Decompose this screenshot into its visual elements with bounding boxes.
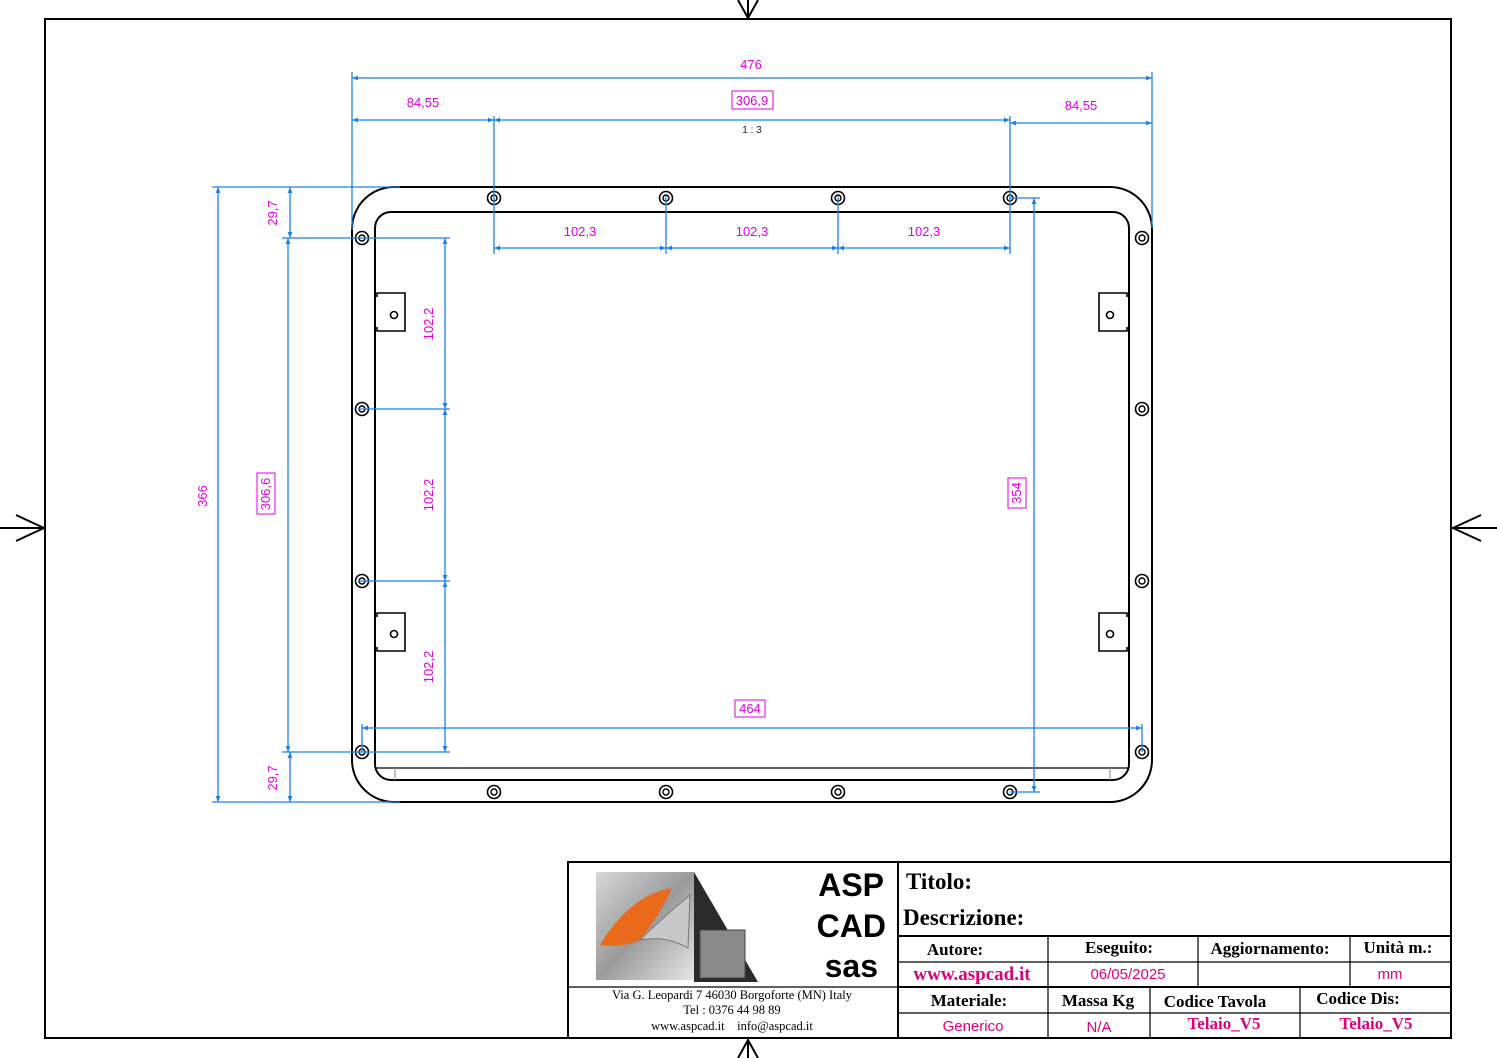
dim-left-pitch-1: 102,2 xyxy=(421,308,436,341)
mounting-tabs xyxy=(376,292,1128,652)
autore-label: Autore: xyxy=(927,940,983,959)
dim-hole-span-top: 306,9 xyxy=(736,93,769,108)
dim-top-pitch-3: 102,3 xyxy=(908,224,941,239)
dim-right-offset: 84,55 xyxy=(1065,98,1098,113)
tab-left-bottom xyxy=(376,612,406,652)
codice-tavola-label: Codice Tavola xyxy=(1164,992,1267,1011)
dim-hole-span-left-box xyxy=(256,472,276,515)
scale-label: 1 : 3 xyxy=(742,125,762,136)
titolo-label: Titolo: xyxy=(906,869,972,894)
company-name-line2: CAD xyxy=(817,908,886,944)
company-logo xyxy=(596,872,758,982)
codice-dis-value: Telaio_V5 xyxy=(1339,1014,1412,1033)
dim-inner-height-box xyxy=(1007,477,1027,509)
unita-label: Unità m.: xyxy=(1364,938,1433,957)
sheet-border xyxy=(44,18,1452,1039)
dim-inner-width: 464 xyxy=(739,701,761,716)
dimension-lines xyxy=(212,72,1153,803)
title-block: ASP CAD sas Via G. Leopardi 7 46030 Borg… xyxy=(567,861,1452,1039)
massa-value: N/A xyxy=(1086,1019,1111,1036)
autore-value: www.aspcad.it xyxy=(913,964,1031,985)
dim-bottom-margin: 29,7 xyxy=(265,765,280,790)
tab-left-top xyxy=(376,292,406,332)
dim-inner-width-box xyxy=(734,699,766,718)
dim-hole-span-top-box xyxy=(731,90,774,110)
eseguito-label: Eseguito: xyxy=(1085,938,1153,957)
mounting-hole xyxy=(830,784,846,800)
dim-overall-width: 476 xyxy=(740,57,762,72)
aggiornamento-label: Aggiornamento: xyxy=(1211,939,1330,958)
mounting-hole xyxy=(1134,401,1150,417)
massa-label: Massa Kg xyxy=(1062,991,1135,1010)
dim-left-pitch-2: 102,2 xyxy=(421,479,436,512)
mounting-hole xyxy=(1134,230,1150,246)
materiale-label: Materiale: xyxy=(931,991,1007,1010)
company-name-line1: ASP xyxy=(818,867,884,903)
dim-left-pitch-3: 102,2 xyxy=(421,651,436,684)
dim-overall-height: 366 xyxy=(195,485,210,507)
mounting-hole xyxy=(658,784,674,800)
descrizione-label: Descrizione: xyxy=(903,905,1024,930)
frame-outer-outline xyxy=(351,186,1153,803)
dim-top-margin: 29,7 xyxy=(265,200,280,225)
company-name-line3: sas xyxy=(825,948,878,984)
dim-inner-height: 354 xyxy=(1009,482,1024,504)
tab-right-top xyxy=(1098,292,1128,332)
dim-left-offset: 84,55 xyxy=(407,95,440,110)
frame-inner-outline xyxy=(374,211,1130,781)
eseguito-value: 06/05/2025 xyxy=(1090,966,1165,983)
materiale-value: Generico xyxy=(943,1018,1004,1035)
company-phone: Tel : 0376 44 98 89 xyxy=(683,1003,780,1017)
company-web-email: www.aspcad.it info@aspcad.it xyxy=(651,1019,813,1033)
dim-top-pitch-1: 102,3 xyxy=(564,224,597,239)
company-address: Via G. Leopardi 7 46030 Borgoforte (MN) … xyxy=(612,988,853,1002)
frame-part xyxy=(351,186,1153,803)
codice-dis-label: Codice Dis: xyxy=(1316,989,1400,1008)
dim-hole-span-left: 306,6 xyxy=(258,478,273,511)
dimension-labels: 476 84,55 306,9 1 : 3 84,55 102,3 102,3 … xyxy=(195,57,1097,791)
unita-value: mm xyxy=(1378,966,1403,983)
codice-tavola-value: Telaio_V5 xyxy=(1187,1014,1260,1033)
tab-right-bottom xyxy=(1098,612,1128,652)
mounting-hole xyxy=(486,784,502,800)
mounting-hole xyxy=(1134,573,1150,589)
dim-top-pitch-2: 102,3 xyxy=(736,224,769,239)
